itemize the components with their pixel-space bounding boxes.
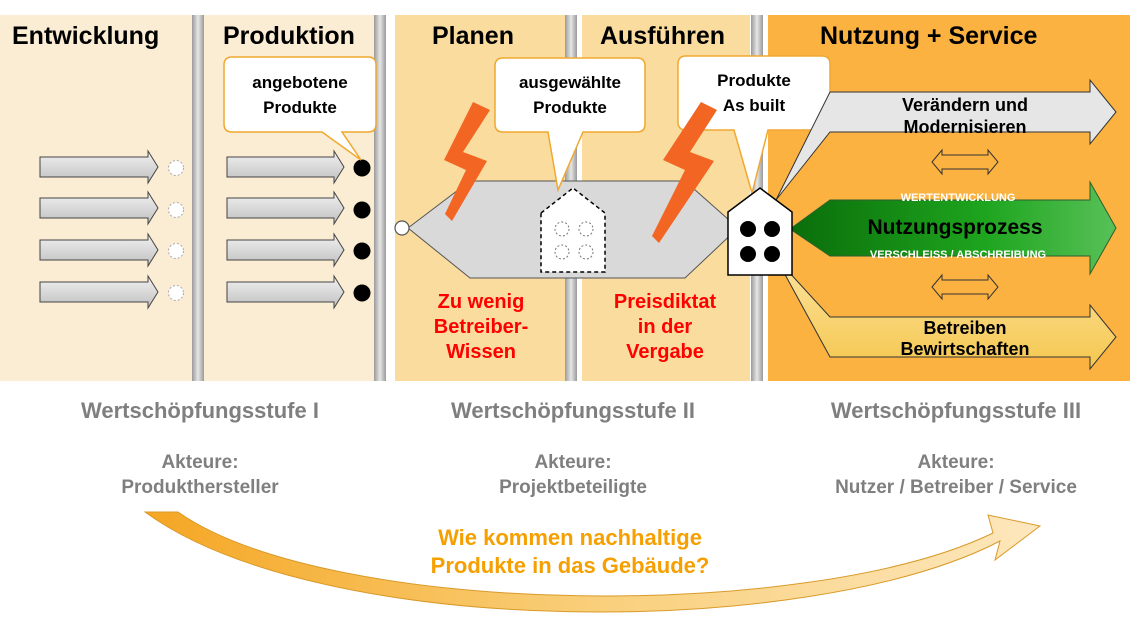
arrow-nutzungsprozess [789,180,1117,276]
stage-3-akteure: Akteure:Nutzer / Betreiber / Service [835,452,1077,498]
double-arrow-bottom [931,273,999,301]
start-node [394,220,410,236]
label-wertentwicklung: WERTENTWICKLUNG [900,192,1016,204]
stage-3-title: Wertschöpfungsstufe III [830,398,1082,423]
arrow-betreiben [775,257,1117,371]
stage-2-akteure: Akteure:Projektbeteiligte [499,452,647,498]
heading-planen: Planen [432,22,514,50]
curved-arrow [143,511,1042,613]
bubble-asbuilt-shape [677,55,831,196]
label-nutzungsprozess: Nutzungsprozess [867,216,1043,239]
stage-2-title: Wertschöpfungsstufe II [450,398,696,423]
arrow-veraendern [775,78,1117,201]
separator-2 [374,15,386,381]
heading-entwicklung: Entwicklung [12,22,160,50]
double-arrow-top [931,148,999,176]
lightning-icon [444,102,717,243]
separator-1 [192,15,204,381]
label-verschleiss: VERSCHLEISS / ABSCHREIBUNG [869,249,1047,261]
bubble-ausgewaehlt-shape [494,57,646,193]
heading-ausfuehren: Ausführen [600,22,725,50]
stage-1-title: Wertschöpfungsstufe I [81,398,319,423]
bubble-angeboten-shape [223,56,377,161]
entwicklung-arrows [39,149,184,310]
dashed-house [540,187,606,273]
heading-nutzung: Nutzung + Service [820,22,1038,50]
building-icon [727,187,793,276]
produktion-arrows [226,149,371,310]
heading-produktion: Produktion [223,22,355,50]
stage-1-akteure: Akteure:Produkthersteller [121,452,279,498]
